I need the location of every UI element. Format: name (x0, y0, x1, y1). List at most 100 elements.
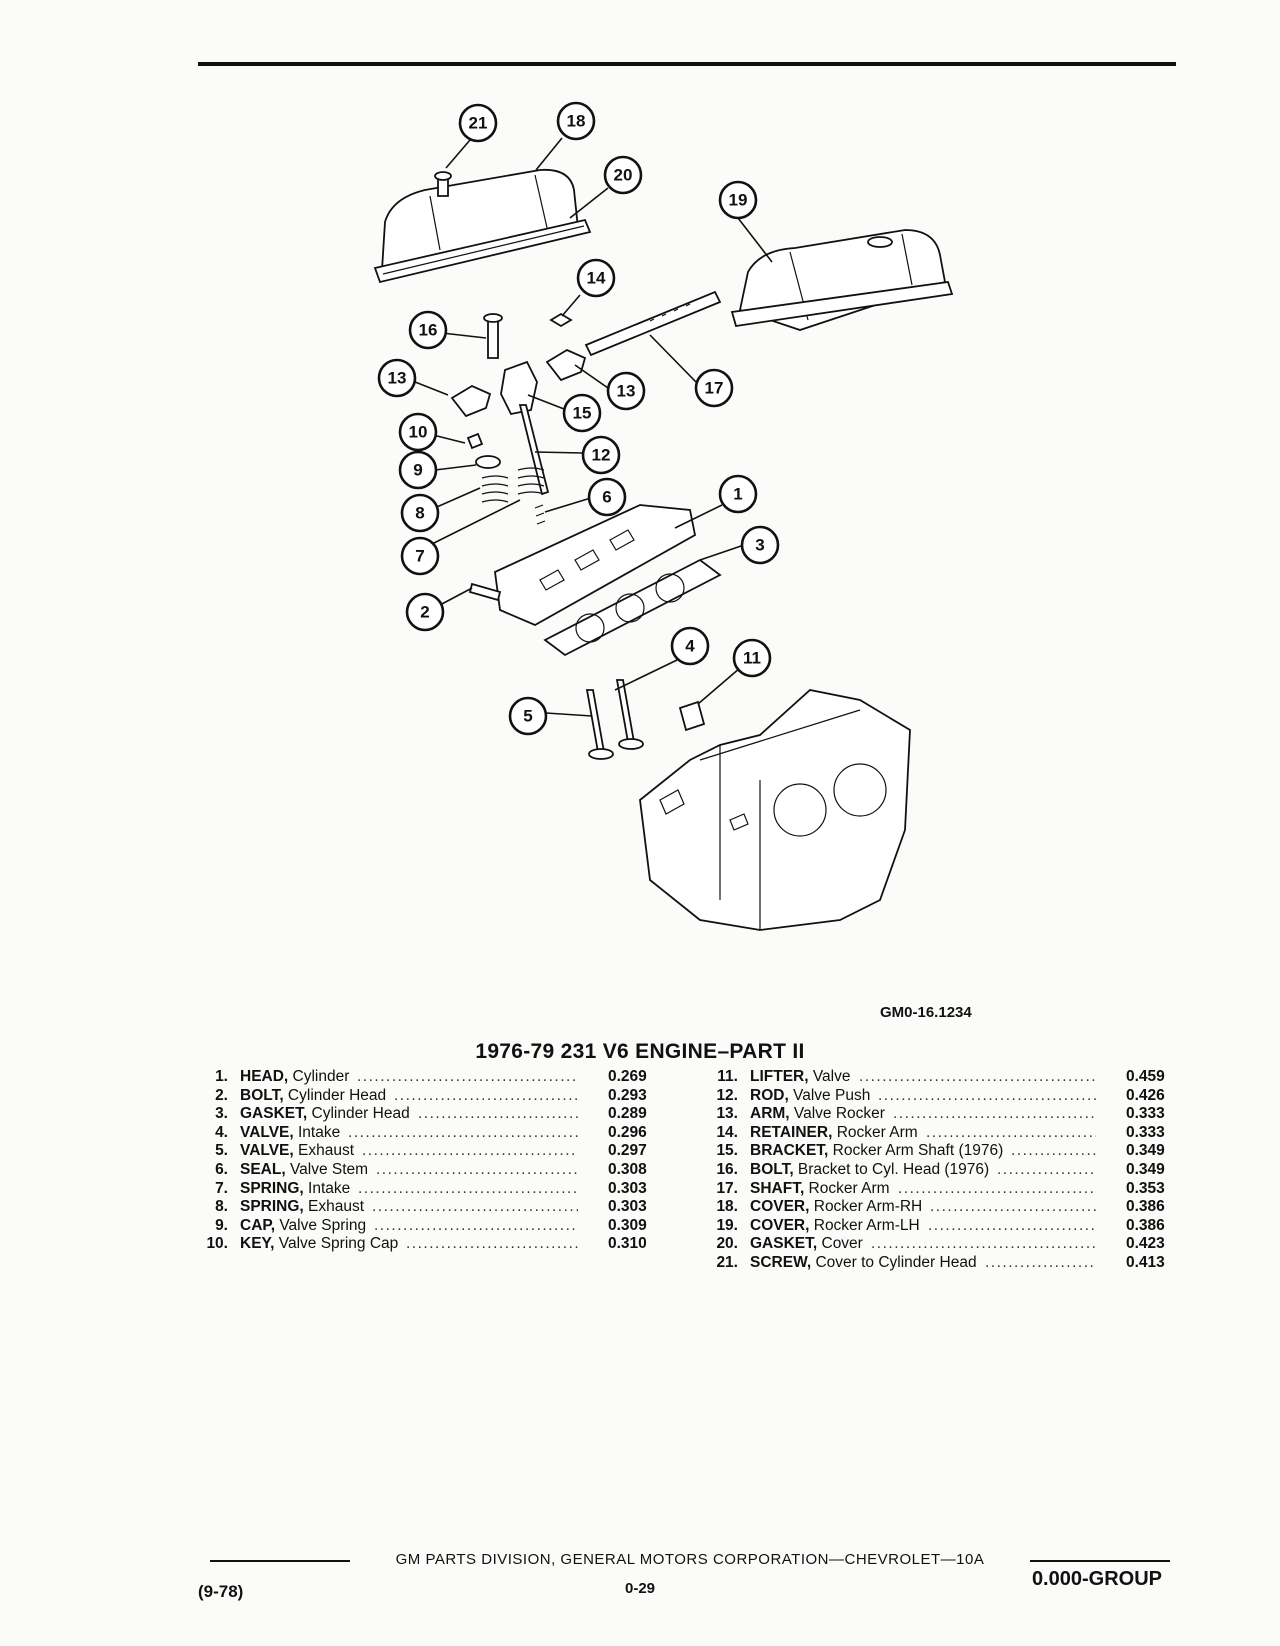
svg-text:15: 15 (573, 404, 592, 423)
svg-text:20: 20 (614, 166, 633, 185)
part-description: Cylinder Head (307, 1105, 410, 1123)
callout-2: 2 (405, 592, 445, 632)
callout-13-left: 13 (377, 358, 417, 398)
spring-cap (475, 455, 501, 469)
part-row: 8.SPRING, Exhaust.......................… (198, 1198, 658, 1217)
callout-18: 18 (556, 101, 596, 141)
part-name: GASKET, Cylinder Head (240, 1105, 410, 1124)
part-number: 5. (215, 1142, 228, 1160)
part-description: Rocker Arm Shaft (1976) (828, 1142, 1004, 1160)
leader-dots: ........................................… (871, 1235, 1096, 1253)
group-code: 0.303 (608, 1198, 647, 1216)
group-code: 0.353 (1126, 1179, 1165, 1197)
callout-11: 11 (732, 638, 772, 678)
part-number: 1. (215, 1068, 228, 1085)
group-code: 0.293 (608, 1086, 647, 1104)
parts-list-right: 11.LIFTER, Valve........................… (708, 1068, 1178, 1273)
group-code: 0.333 (1126, 1105, 1165, 1123)
svg-text:13: 13 (617, 382, 636, 401)
part-name: GASKET, Cover (750, 1235, 863, 1254)
callout-14: 14 (576, 258, 616, 298)
svg-text:3: 3 (755, 536, 764, 555)
exploded-parts-diagram: 21 18 20 19 14 16 13 13 17 15 10 12 9 6 … (373, 101, 954, 931)
callout-9: 9 (398, 450, 438, 490)
leader-dots: ........................................… (357, 1068, 578, 1085)
part-description: Valve Spring Cap (274, 1235, 399, 1253)
part-description: Valve Spring (275, 1216, 367, 1234)
bracket-bolt (483, 313, 503, 359)
part-name: COVER, Rocker Arm-RH (750, 1198, 922, 1217)
valve-lifter (678, 700, 706, 732)
part-row: 21.SCREW, Cover to Cylinder Head........… (708, 1254, 1178, 1273)
svg-text:4: 4 (685, 637, 695, 656)
svg-text:11: 11 (743, 649, 761, 668)
group-label: 0.000-GROUP (1031, 1568, 1162, 1590)
svg-text:2: 2 (420, 603, 429, 622)
group-code: 0.349 (1126, 1160, 1165, 1178)
valve-springs (481, 467, 545, 503)
top-rule (198, 62, 1176, 66)
group-code: 0.333 (1126, 1123, 1165, 1141)
part-description: Valve (808, 1068, 851, 1085)
svg-text:18: 18 (567, 112, 586, 131)
rocker-bracket (500, 360, 538, 416)
group-code: 0.413 (1126, 1253, 1165, 1271)
svg-text:17: 17 (705, 379, 724, 398)
part-number: 2. (215, 1086, 228, 1104)
leader-dots: ....................... (985, 1253, 1096, 1271)
part-row: 16.BOLT, Bracket to Cyl. Head (1976)....… (708, 1161, 1178, 1180)
leader-lines (404, 137, 773, 717)
leader-dots: .................................. (926, 1123, 1096, 1141)
part-row: 20.GASKET, Cover........................… (708, 1235, 1178, 1254)
part-name: ROD, Valve Push (750, 1087, 870, 1106)
callout-12: 12 (581, 435, 621, 475)
head-bolt (468, 582, 502, 602)
leader-dots: ................................... (406, 1235, 578, 1253)
part-row: 12.ROD, Valve Push......................… (708, 1087, 1178, 1106)
push-rod (518, 404, 550, 496)
rocker-cover-rh (373, 168, 592, 284)
part-type: LIFTER, (750, 1068, 809, 1085)
part-number: 18. (716, 1198, 738, 1216)
part-row: 7.SPRING, Intake........................… (198, 1180, 658, 1199)
part-description: Cylinder (288, 1068, 350, 1085)
part-number: 4. (215, 1123, 228, 1141)
part-row: 6.SEAL, Valve Stem......................… (198, 1161, 658, 1180)
part-row: 11.LIFTER, Valve........................… (708, 1068, 1178, 1087)
part-name: CAP, Valve Spring (240, 1217, 366, 1236)
part-number: 21. (716, 1253, 738, 1271)
leader-dots: ........................................ (898, 1179, 1096, 1197)
footer-rule-right (1030, 1560, 1170, 1562)
leader-dots: ........................................… (348, 1123, 578, 1141)
figure-reference: GM0-16.1234 (880, 1004, 972, 1021)
leader-dots: ................................ (418, 1105, 578, 1123)
svg-text:16: 16 (419, 321, 438, 340)
part-type: SPRING, (240, 1198, 304, 1216)
leader-dots: ........................................… (376, 1160, 578, 1178)
part-description: Valve Stem (285, 1160, 369, 1178)
part-name: RETAINER, Rocker Arm (750, 1124, 918, 1143)
svg-text:7: 7 (415, 547, 424, 566)
cover-screw (434, 171, 452, 197)
page-title: 1976-79 231 V6 ENGINE–PART II (475, 1040, 805, 1063)
group-code: 0.310 (608, 1235, 647, 1253)
part-type: KEY, (240, 1235, 275, 1253)
rocker-retainer (549, 312, 573, 328)
group-code: 0.426 (1126, 1086, 1165, 1104)
date-code: (9-78) (198, 1582, 244, 1601)
leader-dots: ........................................… (374, 1216, 578, 1234)
part-number: 16. (716, 1160, 738, 1178)
part-type: CAP, (240, 1216, 276, 1234)
part-type: SEAL, (240, 1160, 286, 1178)
part-description: Valve Rocker (789, 1105, 885, 1123)
part-description: Cover to Cylinder Head (811, 1253, 977, 1271)
rocker-arm-right (545, 348, 587, 382)
part-type: VALVE, (240, 1142, 294, 1160)
part-name: BOLT, Bracket to Cyl. Head (1976) (750, 1161, 989, 1180)
callout-16: 16 (408, 310, 448, 350)
part-name: LIFTER, Valve (750, 1068, 851, 1087)
group-code: 0.459 (1126, 1068, 1165, 1085)
part-name: SEAL, Valve Stem (240, 1161, 368, 1180)
part-type: SHAFT, (750, 1179, 805, 1197)
callout-21: 21 (458, 103, 498, 143)
